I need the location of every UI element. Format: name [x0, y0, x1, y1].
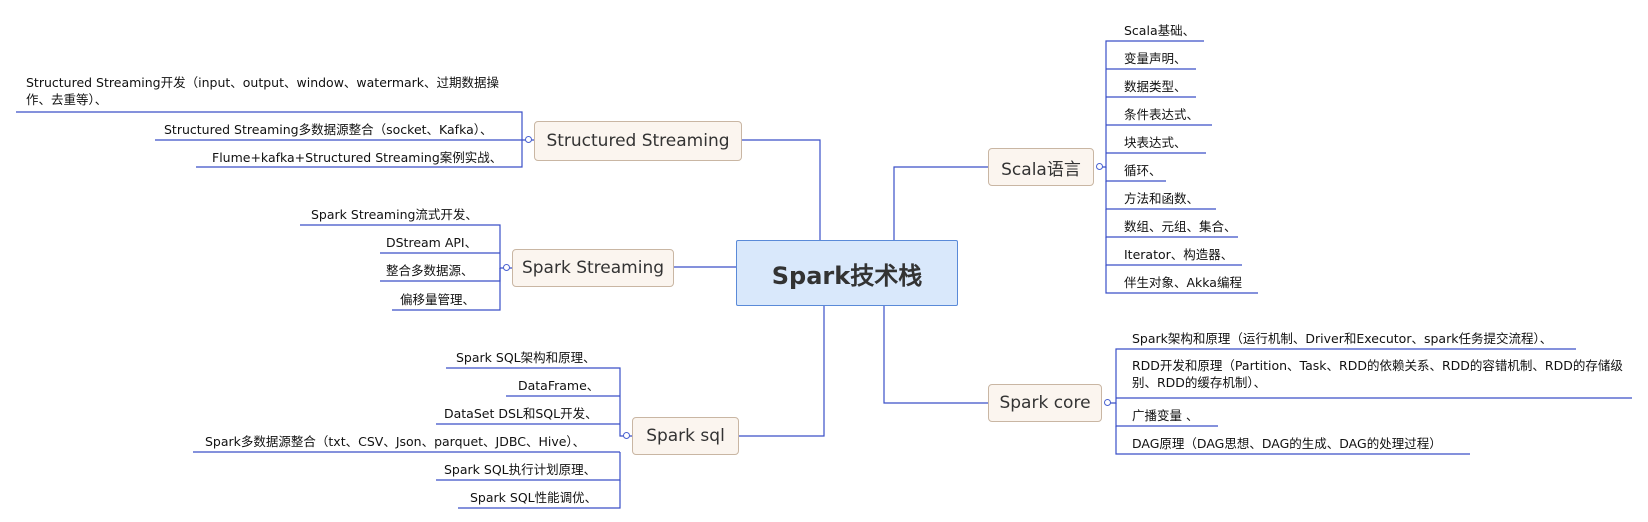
leaf-spark-streaming-2: DStream API、 — [386, 235, 478, 250]
collapse-toggle-structured-streaming[interactable] — [525, 136, 532, 143]
branch-structured-streaming[interactable]: Structured Streaming — [534, 121, 742, 161]
leaf-spark-core-3: 广播变量 、 — [1132, 408, 1199, 423]
branch-spark-sql[interactable]: Spark sql — [632, 417, 739, 455]
collapse-toggle-spark-sql[interactable] — [623, 432, 630, 439]
leaf-scala-10: 伴生对象、Akka编程 — [1124, 275, 1242, 290]
branch-label: Spark Streaming — [521, 258, 665, 278]
leaf-spark-sql-3: DataSet DSL和SQL开发、 — [444, 406, 598, 421]
leaf-spark-sql-2: DataFrame、 — [518, 378, 600, 393]
connector-spark-sql — [739, 306, 825, 437]
branch-label: Structured Streaming — [546, 131, 730, 151]
leaf-scala-6: 循环、 — [1124, 163, 1162, 178]
branch-spark-streaming[interactable]: Spark Streaming — [512, 249, 674, 287]
leaf-scala-2: 变量声明、 — [1124, 51, 1187, 66]
leaf-spark-core-4: DAG原理（DAG思想、DAG的生成、DAG的处理过程） — [1132, 436, 1442, 451]
leaf-structured-streaming-3: Flume+kafka+Structured Streaming案例实战、 — [212, 150, 503, 165]
leaf-scala-5: 块表达式、 — [1124, 135, 1187, 150]
connector-structured-streaming — [742, 139, 821, 240]
leaf-spark-core-2: RDD开发和原理（Partition、Task、RDD的依赖关系、RDD的容错机… — [1132, 358, 1623, 390]
leaf-structured-streaming-2: Structured Streaming多数据源整合（socket、Kafka）… — [164, 122, 493, 137]
collapse-toggle-scala[interactable] — [1096, 163, 1103, 170]
connector-scala — [893, 166, 988, 240]
leaf-spark-sql-4: Spark多数据源整合（txt、CSV、Json、parquet、JDBC、Hi… — [205, 434, 586, 449]
leaf-scala-1: Scala基础、 — [1124, 23, 1196, 38]
central-node[interactable]: Spark技术栈 — [736, 240, 958, 306]
central-node-label: Spark技术栈 — [771, 261, 923, 290]
leaf-spark-sql-1: Spark SQL架构和原理、 — [456, 350, 596, 365]
branch-label: Scala语言 — [1001, 159, 1081, 180]
connector-spark-core — [883, 306, 988, 404]
leaf-spark-core-1: Spark架构和原理（运行机制、Driver和Executor、spark任务提… — [1132, 331, 1553, 346]
branch-scala[interactable]: Scala语言 — [988, 148, 1094, 186]
branch-label: Spark core — [999, 393, 1091, 413]
leaf-spark-streaming-3: 整合多数据源、 — [386, 263, 474, 278]
leaf-scala-3: 数据类型、 — [1124, 79, 1187, 94]
collapse-toggle-spark-core[interactable] — [1104, 399, 1111, 406]
leaf-structured-streaming-1: Structured Streaming开发（input、output、wind… — [26, 75, 500, 107]
leaf-spark-streaming-4: 偏移量管理、 — [400, 292, 476, 307]
leaf-spark-sql-6: Spark SQL性能调优、 — [470, 490, 598, 505]
leaf-scala-9: Iterator、构造器、 — [1124, 247, 1234, 262]
leaf-scala-4: 条件表达式、 — [1124, 107, 1200, 122]
leaf-scala-8: 数组、元组、集合、 — [1124, 219, 1237, 234]
collapse-toggle-spark-streaming[interactable] — [503, 264, 510, 271]
leaf-scala-7: 方法和函数、 — [1124, 191, 1200, 206]
branch-label: Spark sql — [646, 426, 725, 446]
leaf-spark-streaming-1: Spark Streaming流式开发、 — [311, 207, 478, 222]
branch-spark-core[interactable]: Spark core — [988, 384, 1102, 422]
leaf-spark-sql-5: Spark SQL执行计划原理、 — [444, 462, 597, 477]
